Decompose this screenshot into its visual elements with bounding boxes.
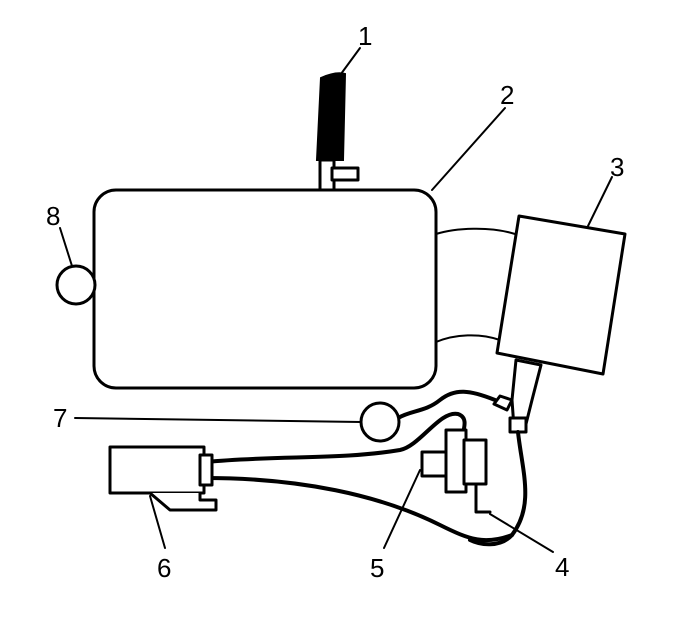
leader-line-7: [74, 417, 362, 423]
callout-4: 4: [555, 552, 569, 582]
leader-line-6: [149, 495, 166, 549]
valve-wire: [468, 430, 528, 547]
callout-1: 1: [358, 21, 372, 51]
callout-7: 7: [53, 403, 67, 433]
callout-3: 3: [610, 152, 624, 182]
leader-line-1: [337, 47, 361, 79]
callout-2: 2: [500, 80, 514, 110]
vent-hose-part: [315, 72, 360, 192]
canister-body: [92, 188, 438, 390]
callout-5: 5: [370, 553, 384, 583]
callout-8: 8: [46, 201, 60, 231]
leader-line-5: [383, 469, 421, 549]
leader-line-2: [431, 107, 506, 191]
callout-6: 6: [157, 553, 171, 583]
purge-hose-upper: [203, 411, 467, 464]
control-module: [495, 214, 627, 376]
leader-line-3: [587, 176, 613, 227]
hose-connector-6: [108, 445, 218, 512]
upper-connector-hose: [435, 227, 516, 235]
lower-connector-hose: [435, 334, 501, 343]
leader-line-8: [59, 227, 73, 267]
sensor-wire: [396, 389, 497, 420]
leader-line-4: [489, 513, 554, 553]
purge-valve-5: [420, 428, 492, 514]
side-knob: [55, 264, 97, 306]
purge-hose-lower: [203, 476, 514, 543]
sensor-round: [359, 401, 401, 443]
